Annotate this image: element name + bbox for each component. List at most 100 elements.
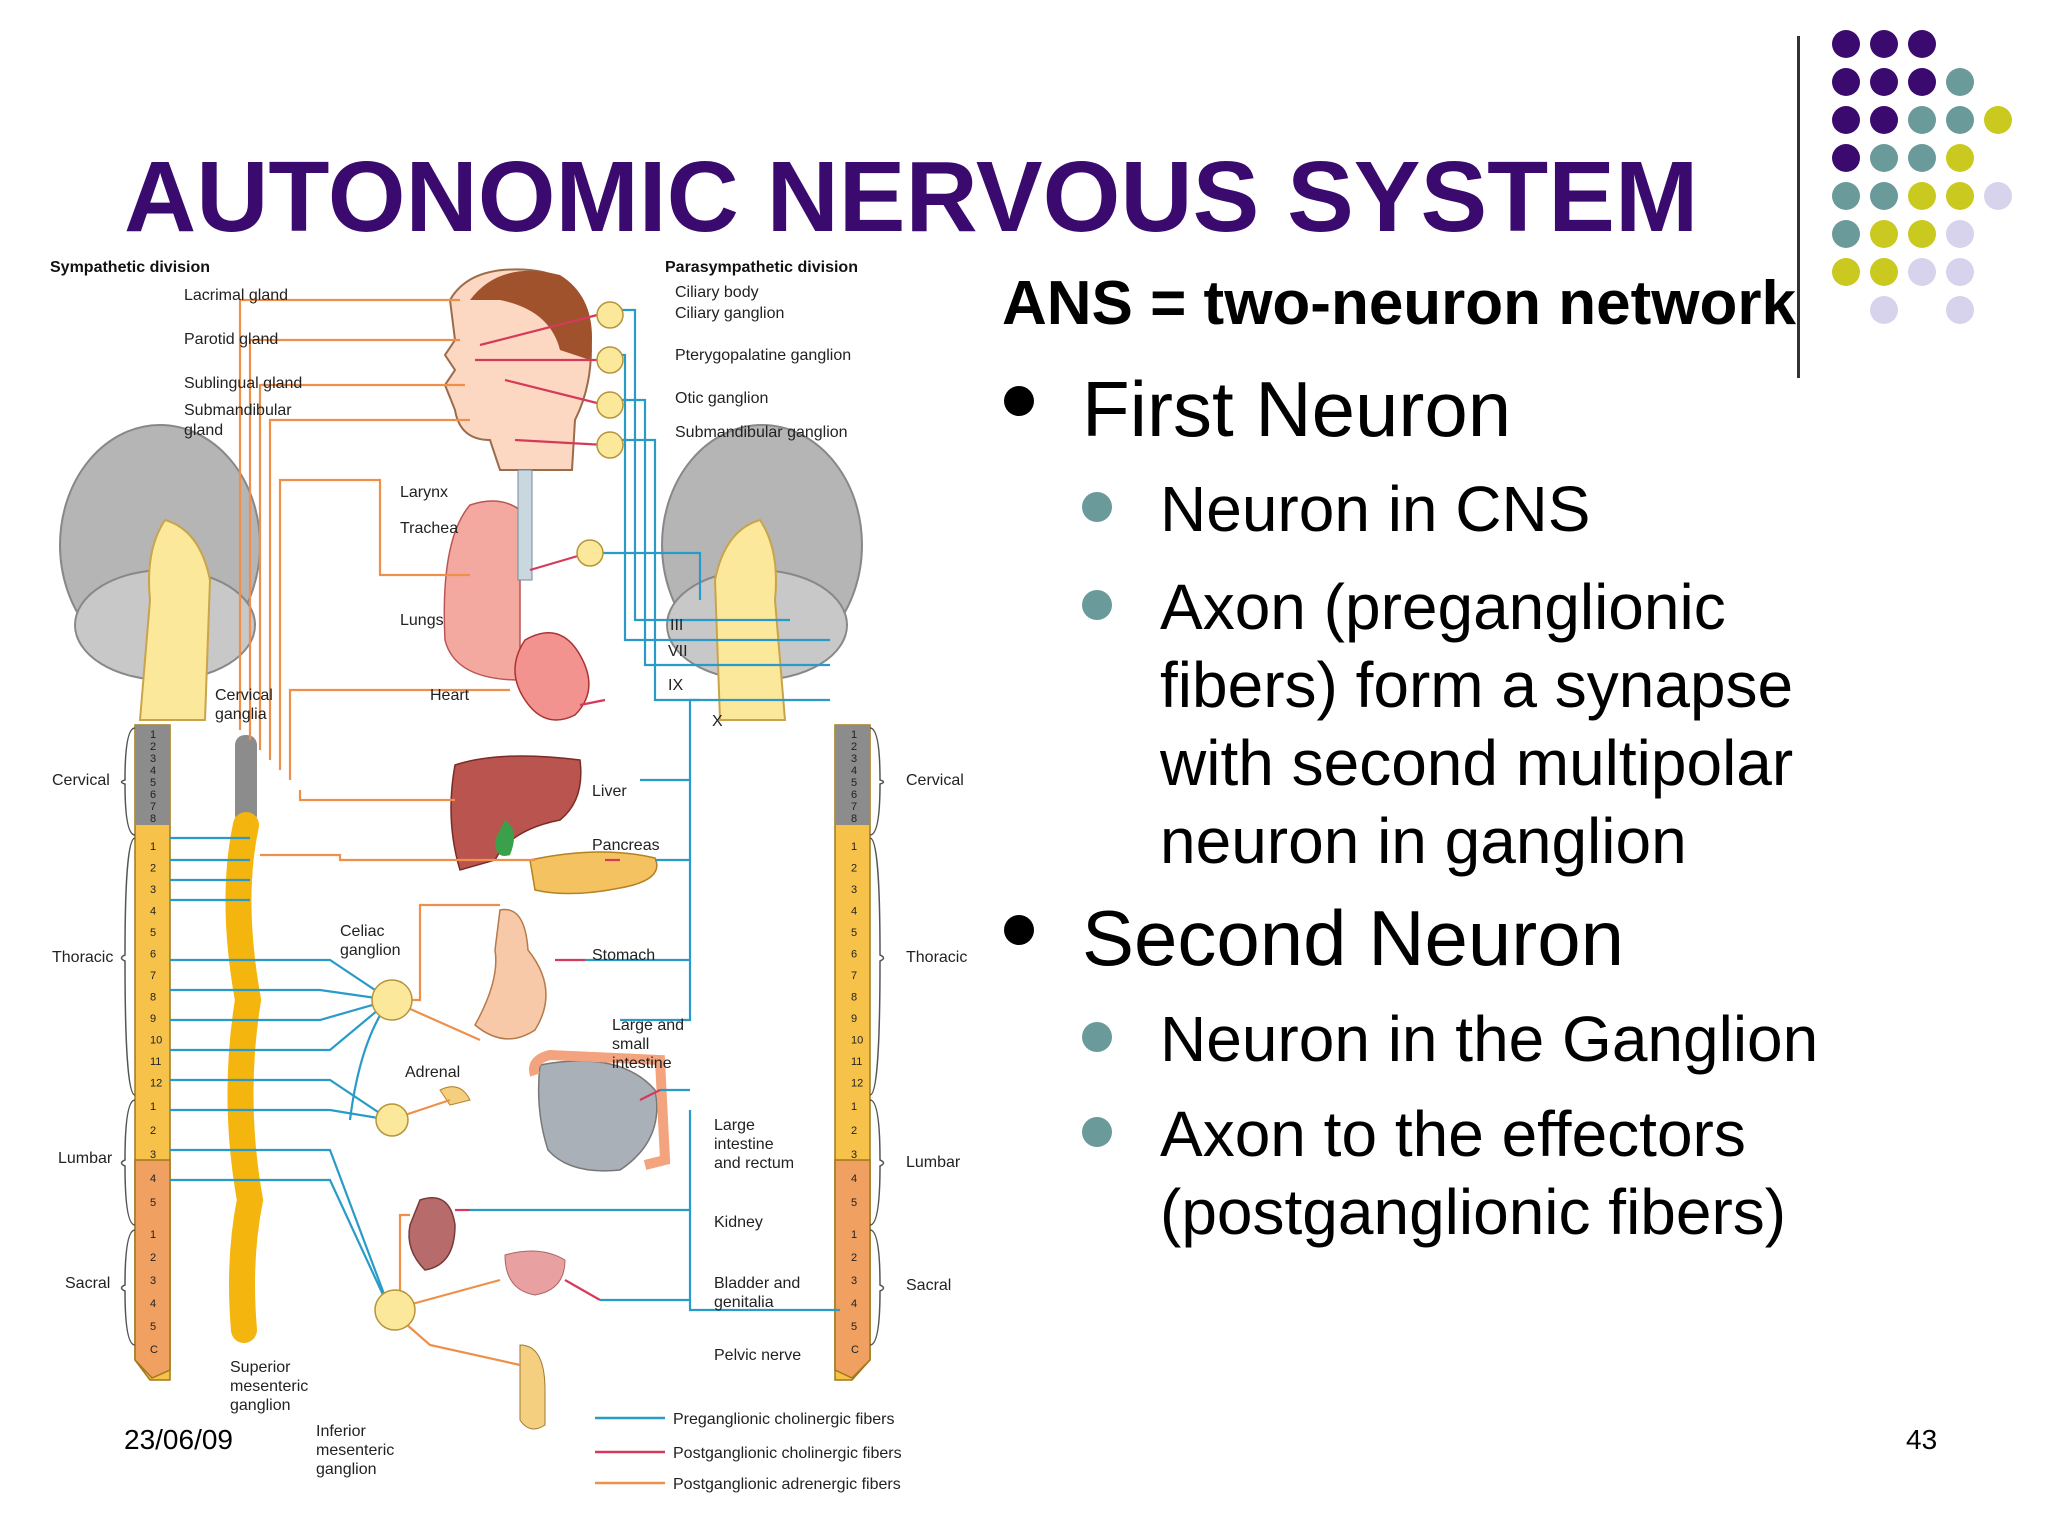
decorative-dot	[1870, 30, 1898, 58]
label-lungs: Lungs	[400, 612, 444, 629]
vertebra-number: 5	[150, 777, 156, 789]
slide-title: AUTONOMIC NERVOUS SYSTEM	[124, 141, 1699, 253]
slide-page-number: 43	[1906, 1424, 1938, 1455]
sub-bullet-dot	[1082, 492, 1112, 522]
label-large-small-intestine-3: intestine	[612, 1055, 672, 1072]
vertebra-number: 4	[150, 1173, 156, 1185]
label-heart: Heart	[430, 687, 470, 704]
second-neuron-item-1: Neuron in the Ganglion	[1082, 1000, 1920, 1078]
label-left-thoracic: Thoracic	[52, 949, 113, 966]
vertebra-number: 8	[150, 992, 156, 1004]
decorative-dot	[1870, 220, 1898, 248]
vertebra-number: 12	[150, 1078, 162, 1090]
vertebra-number: 6	[150, 789, 156, 801]
decorative-dot	[1832, 30, 1860, 58]
decorative-dot	[1946, 182, 1974, 210]
vertebra-number: 3	[851, 753, 857, 765]
ans-heading: ANS = two-neuron network	[1002, 269, 1796, 338]
label-left-sacral: Sacral	[65, 1275, 110, 1292]
bullet-dot	[1004, 915, 1034, 945]
decorative-dot	[1870, 182, 1898, 210]
label-superior-mesenteric-3: ganglion	[230, 1397, 291, 1414]
vertebra-number: 7	[851, 970, 857, 982]
label-lacrimal-gland: Lacrimal gland	[184, 287, 288, 304]
vertebra-number: 4	[851, 765, 857, 777]
decorative-dot	[1870, 258, 1898, 286]
decorative-dot	[1870, 68, 1898, 96]
label-parotid-gland: Parotid gland	[184, 331, 278, 348]
decorative-dot	[1870, 144, 1898, 172]
decorative-dot	[1908, 106, 1936, 134]
label-liver: Liver	[592, 783, 627, 800]
label-gland: gland	[184, 422, 223, 439]
vertebra-number: 2	[851, 1125, 857, 1137]
vertebra-number: 11	[851, 1056, 862, 1068]
vertebra-number: 7	[851, 801, 857, 813]
label-right-cervical: Cervical	[906, 772, 964, 789]
label-pterygopalatine-ganglion: Pterygopalatine ganglion	[675, 347, 851, 364]
label-large-intestine-1: Large	[714, 1117, 755, 1134]
decorative-dot	[1832, 68, 1860, 96]
vertebra-number: 2	[851, 1252, 857, 1264]
vertebra-number: 1	[851, 1101, 857, 1113]
label-large-intestine-2: intestine	[714, 1136, 774, 1153]
label-cervical-ganglia-1: Cervical	[215, 687, 273, 704]
vertebra-number: C	[851, 1344, 859, 1356]
intestines	[537, 1060, 658, 1172]
label-large-intestine-3: and rectum	[714, 1155, 794, 1172]
vertebra-number: 3	[851, 1149, 857, 1161]
first-neuron-item-2-text: Axon (preganglionic fibers) form a synap…	[1160, 571, 1794, 877]
first-neuron-item-1-text: Neuron in CNS	[1160, 473, 1591, 545]
sympathetic-chain	[225, 735, 264, 1343]
second-neuron-item-2-text: Axon to the effectors (postganglionic fi…	[1160, 1098, 1787, 1248]
first-neuron-item-1: Neuron in CNS	[1082, 470, 1920, 548]
label-celiac-2: ganglion	[340, 942, 401, 959]
vertebra-number: 4	[150, 765, 156, 777]
vertebra-number: 7	[150, 970, 156, 982]
label-right-lumbar: Lumbar	[906, 1154, 961, 1171]
label-pancreas: Pancreas	[592, 837, 660, 854]
decorative-dot	[1832, 106, 1860, 134]
vertebra-number: 1	[150, 729, 156, 741]
second-neuron-item-1-text: Neuron in the Ganglion	[1160, 1003, 1819, 1075]
decorative-dot	[1946, 106, 1974, 134]
decorative-dot	[1908, 258, 1936, 286]
decorative-dot	[1946, 220, 1974, 248]
label-adrenal: Adrenal	[405, 1064, 460, 1081]
label-nerve-ix: IX	[668, 677, 683, 694]
label-cervical-ganglia-2: ganglia	[215, 706, 267, 723]
label-inferior-mesenteric-1: Inferior	[316, 1423, 366, 1440]
label-pelvic-nerve: Pelvic nerve	[714, 1347, 801, 1364]
vertebra-number: 1	[150, 1101, 156, 1113]
decorative-dot	[1908, 30, 1936, 58]
decorative-dot	[1832, 220, 1860, 248]
label-left-cervical: Cervical	[52, 772, 110, 789]
bullet-second-neuron: Second Neuron	[1004, 893, 1624, 984]
label-submandibular-ganglion: Submandibular ganglion	[675, 424, 848, 441]
label-ciliary-body: Ciliary body	[675, 284, 759, 301]
decorative-dot	[1946, 258, 1974, 286]
label-inferior-mesenteric-3: ganglion	[316, 1461, 377, 1478]
vertebra-number: 9	[851, 1013, 857, 1025]
vertebra-number: 2	[150, 863, 156, 875]
vertebra-number: 4	[150, 1298, 156, 1310]
vertebra-number: 8	[851, 992, 857, 1004]
label-superior-mesenteric-2: mesenteric	[230, 1378, 308, 1395]
vertebra-number: 5	[150, 927, 156, 939]
liver	[450, 755, 582, 871]
parasympathetic-ganglia	[576, 301, 624, 567]
decorative-dot	[1832, 144, 1860, 172]
label-bladder-1: Bladder and	[714, 1275, 800, 1292]
decorative-dot	[1908, 220, 1936, 248]
vertebra-number: 4	[150, 906, 156, 918]
vertebra-number: 12	[851, 1078, 863, 1090]
vertebra-number: 3	[851, 884, 857, 896]
label-right-thoracic: Thoracic	[906, 949, 967, 966]
left-spinal-column	[134, 724, 171, 1381]
decorative-dot	[1984, 182, 2012, 210]
decorative-dot	[1908, 68, 1936, 96]
bullet-dot	[1004, 386, 1034, 416]
genitalia	[519, 1344, 546, 1430]
vertebra-number: 4	[851, 1298, 857, 1310]
